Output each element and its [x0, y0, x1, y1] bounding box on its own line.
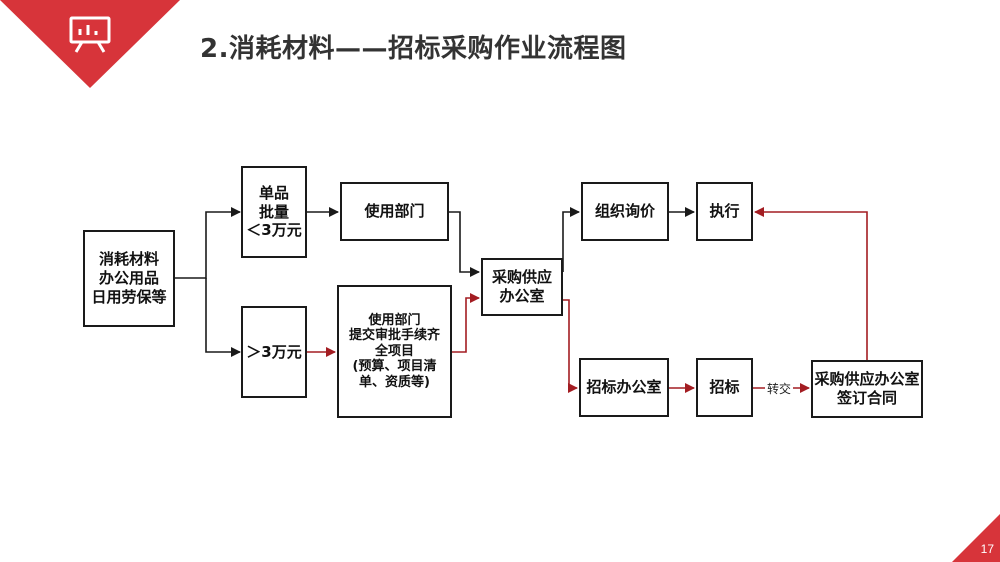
page-title: 2.消耗材料——招标采购作业流程图 — [200, 34, 627, 64]
presentation-board-icon — [69, 16, 111, 53]
page-number-badge — [952, 514, 1000, 562]
page-number: 17 — [980, 542, 994, 556]
edge-contract-to-execute — [754, 207, 868, 360]
node-procurement-office: 采购供应 办公室 — [481, 258, 563, 316]
node-small-batch: 单品 批量 ＜3万元 — [241, 166, 307, 258]
node-contract-signing: 采购供应办公室 签订合同 — [811, 360, 923, 418]
node-dept-submit: 使用部门 提交审批手续齐 全项目 (预算、项目清 单、资质等) — [337, 285, 452, 418]
corner-triangle — [0, 0, 180, 88]
node-large-batch: ＞3万元 — [241, 306, 307, 398]
transfer-label: 转交 — [765, 380, 794, 397]
node-organize-inquiry: 组织询价 — [581, 182, 669, 241]
node-tender-office: 招标办公室 — [579, 358, 669, 417]
node-execute: 执行 — [696, 182, 753, 241]
edge-source-large — [205, 278, 241, 357]
corner-badge — [0, 0, 180, 88]
edge-office-to-inquiry — [562, 207, 580, 272]
edge-submit-to-office — [452, 293, 480, 353]
node-source-materials: 消耗材料 办公用品 日用劳保等 — [83, 230, 175, 327]
edge-source-split — [175, 207, 241, 279]
edge-dept-to-office — [449, 211, 480, 277]
edge-office-to-tender-office — [563, 299, 578, 393]
node-dept-use: 使用部门 — [340, 182, 449, 241]
node-tender: 招标 — [696, 358, 753, 417]
